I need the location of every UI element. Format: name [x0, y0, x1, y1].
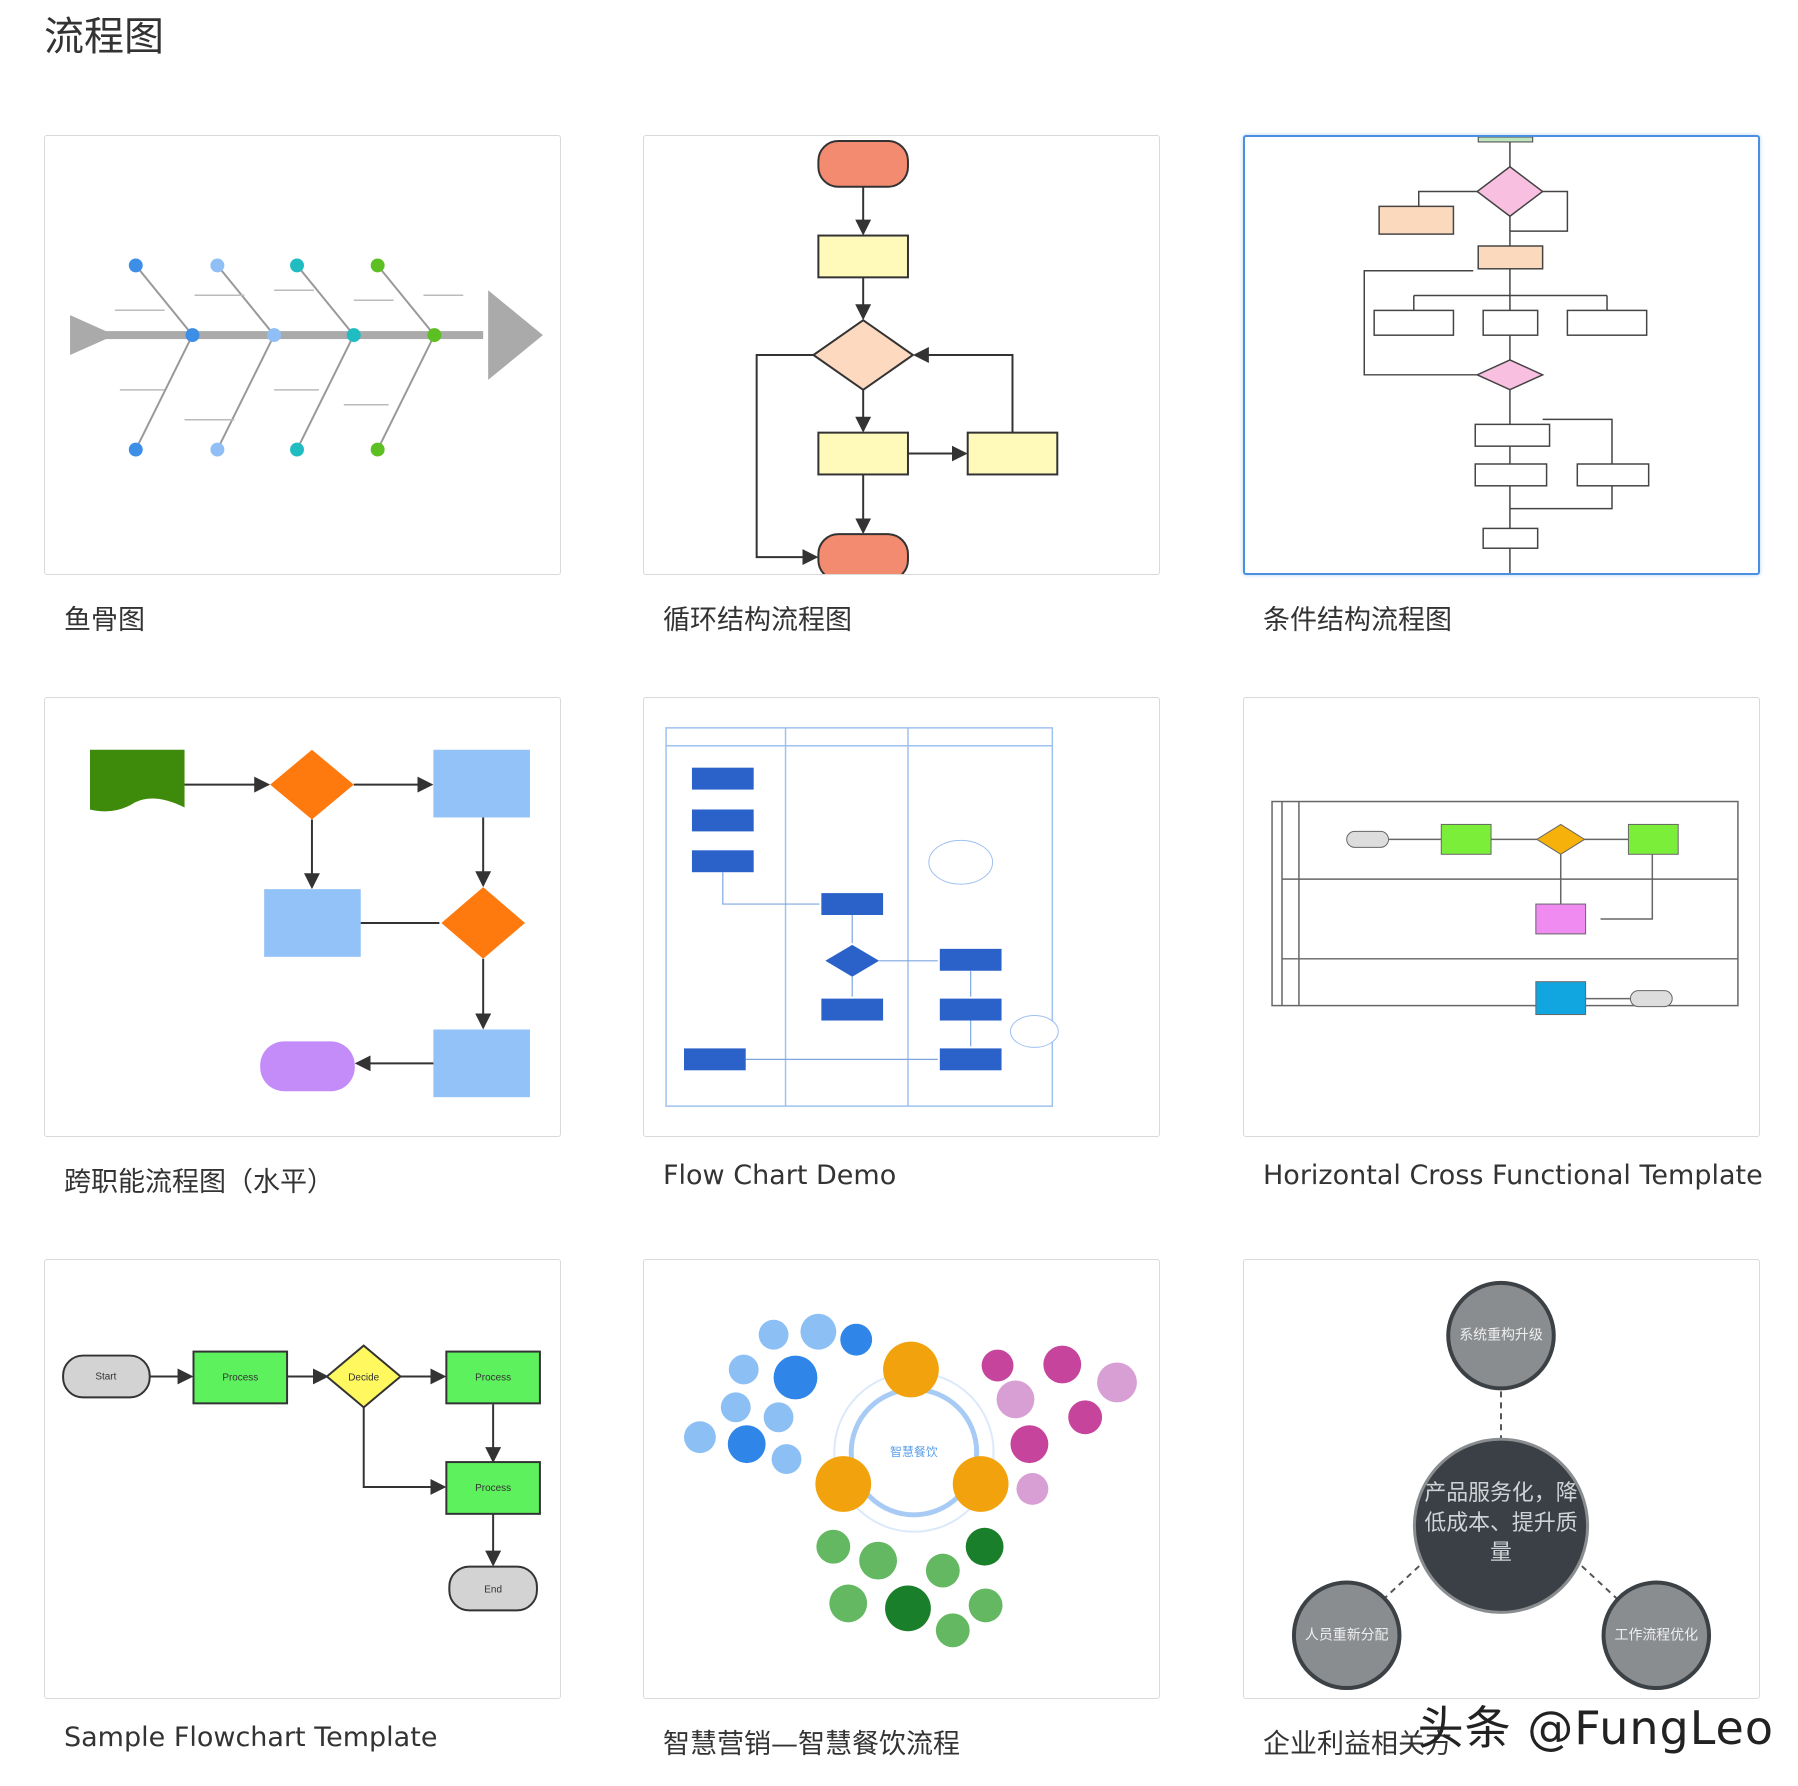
template-card-condition-flow[interactable]	[1243, 135, 1760, 575]
flow-chart-demo-preview	[665, 727, 1059, 1107]
template-card-horizontal-cross-functional[interactable]	[1243, 697, 1760, 1137]
node-label: Decide	[348, 1372, 379, 1383]
node-label: Process	[475, 1372, 511, 1383]
template-card-fishbone[interactable]	[44, 135, 561, 575]
node-center-label: 产品服务化，降低成本、提升质量	[1424, 1480, 1578, 1566]
catering-center-label: 智慧餐饮	[890, 1444, 938, 1459]
node-label: Start	[95, 1371, 116, 1382]
horizontal-cross-functional-preview	[1271, 800, 1739, 1016]
template-caption[interactable]: Sample Flowchart Template	[64, 1722, 438, 1753]
sample-flowchart-preview: Start Process Decide Process Process End	[62, 1344, 541, 1612]
template-caption[interactable]: 智慧营销—智慧餐饮流程	[663, 1729, 960, 1760]
node-right-label: 工作流程优化	[1615, 1627, 1699, 1643]
section-title: 流程图	[44, 14, 164, 60]
node-top-label: 系统重构升级	[1459, 1328, 1543, 1344]
node-label: Process	[222, 1372, 258, 1383]
watermark: 头条 @FungLeo	[1417, 1701, 1774, 1755]
template-caption[interactable]: 跨职能流程图（水平）	[64, 1167, 334, 1198]
template-caption[interactable]: 条件结构流程图	[1263, 605, 1452, 636]
cross-functional-preview	[89, 749, 530, 1098]
smart-catering-preview: 智慧餐饮	[683, 1313, 1137, 1648]
template-caption[interactable]: Flow Chart Demo	[663, 1160, 897, 1191]
condition-flow-preview	[1363, 137, 1650, 573]
template-card-sample-flowchart[interactable]: Start Process Decide Process Process End	[44, 1259, 561, 1699]
template-card-stakeholders[interactable]: 系统重构升级 人员重新分配 工作流程优化 产品服务化，降低成本、提升质量	[1243, 1259, 1760, 1699]
stakeholders-preview: 系统重构升级 人员重新分配 工作流程优化 产品服务化，降低成本、提升质量	[1291, 1280, 1712, 1691]
node-label: Process	[475, 1483, 511, 1494]
template-card-loop-flow[interactable]	[643, 135, 1160, 575]
template-caption[interactable]: 鱼骨图	[64, 605, 145, 636]
template-caption[interactable]: 企业利益相关方	[1263, 1729, 1452, 1760]
loop-flow-preview	[755, 139, 1059, 574]
node-left-label: 人员重新分配	[1305, 1627, 1389, 1643]
template-card-flow-chart-demo[interactable]	[643, 697, 1160, 1137]
template-card-cross-functional-horizontal[interactable]	[44, 697, 561, 1137]
fishbone-preview	[70, 258, 543, 457]
template-caption[interactable]: Horizontal Cross Functional Template	[1263, 1160, 1763, 1191]
template-card-smart-catering[interactable]: 智慧餐饮	[643, 1259, 1160, 1699]
node-label: End	[484, 1584, 502, 1595]
template-caption[interactable]: 循环结构流程图	[663, 605, 852, 636]
